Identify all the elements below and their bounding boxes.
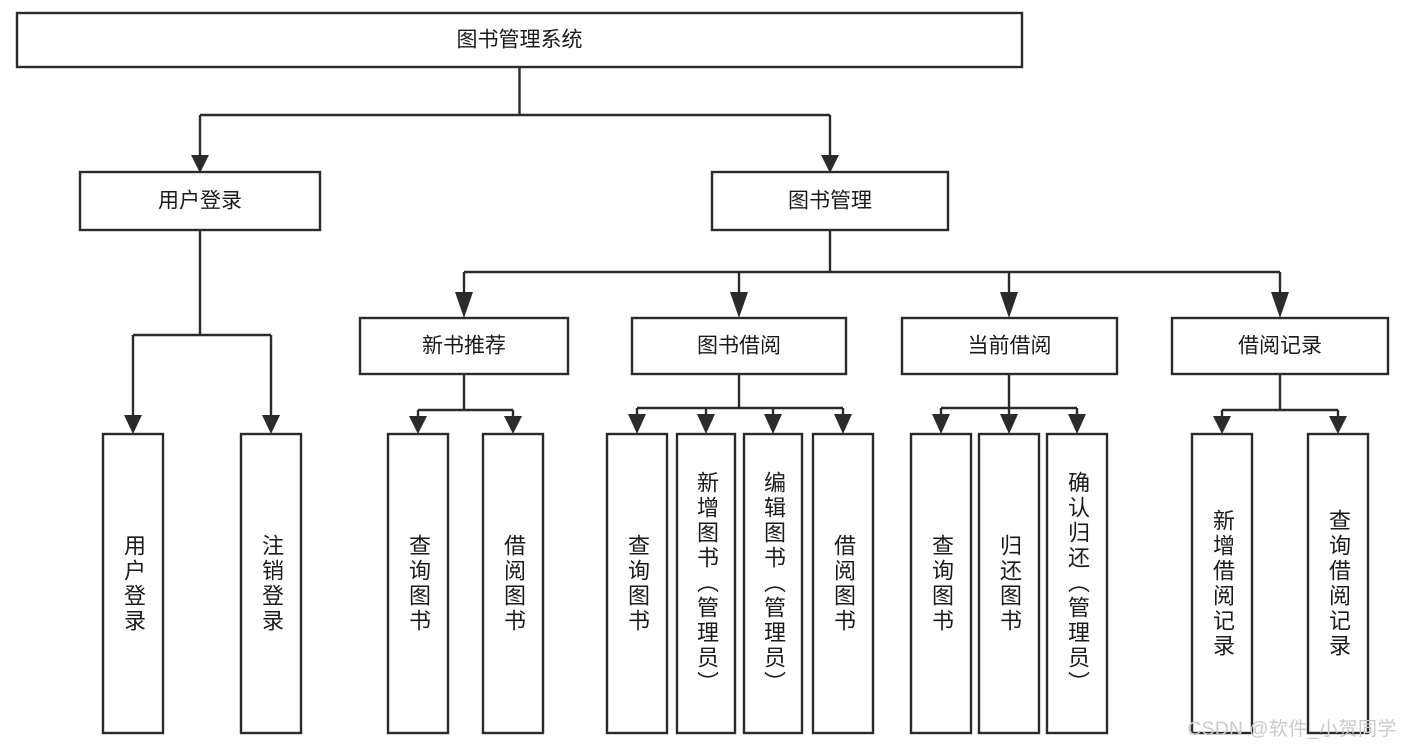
arrowhead-l3-2 [730, 292, 748, 318]
leaf-box-current-query[interactable] [909, 432, 973, 735]
leaf-box-current-confirm[interactable] [1045, 432, 1109, 735]
arrowhead-book-mgmt [821, 155, 839, 173]
node-user-login[interactable] [78, 170, 322, 232]
leaf-box-user-login-login[interactable] [101, 432, 165, 735]
arrowhead-newbook-leaf-2 [504, 416, 522, 434]
arrowhead-current-leaf-1 [932, 414, 950, 434]
leaf-box-borrow-lend[interactable] [811, 432, 875, 735]
arrowhead-l3-3 [1000, 292, 1018, 318]
node-borrow-record-label: 借阅记录 [1238, 335, 1322, 358]
node-book-borrow-label: 图书借阅 [697, 335, 781, 358]
node-user-login-label: 用户登录 [158, 190, 242, 213]
csdn-watermark: CSDN @软件_小贺同学 [1187, 719, 1397, 740]
arrowhead-l3-4 [1271, 292, 1289, 318]
leaf-box-current-return[interactable] [977, 432, 1041, 735]
leaf-box-newbook-query[interactable] [386, 432, 450, 735]
node-root-book-management-system[interactable] [15, 11, 1024, 69]
leaf-box-borrow-query[interactable] [605, 432, 669, 735]
arrowhead-newbook-leaf-1 [409, 416, 427, 434]
arrowhead-record-leaf-2 [1329, 416, 1347, 434]
node-root-label: 图书管理系统 [457, 29, 583, 52]
node-book-management[interactable] [710, 170, 950, 232]
arrowhead-borrow-leaf-4 [834, 414, 852, 434]
arrowhead-leaf-user-login-1 [124, 415, 142, 434]
arrowhead-current-leaf-2 [1000, 414, 1018, 434]
connector-layer [124, 67, 1347, 434]
arrowhead-user-login [191, 155, 209, 173]
arrowhead-borrow-leaf-3 [764, 414, 782, 434]
leaf-box-user-login-logout[interactable] [239, 432, 303, 735]
node-book-management-label: 图书管理 [788, 190, 872, 213]
leaf-box-record-add[interactable] [1190, 432, 1254, 735]
leaf-box-borrow-edit[interactable] [742, 432, 804, 735]
node-current-borrow[interactable] [900, 316, 1119, 376]
arrowhead-borrow-leaf-1 [628, 414, 646, 434]
arrowhead-borrow-leaf-2 [697, 414, 715, 434]
node-borrow-record[interactable] [1170, 316, 1390, 376]
node-current-borrow-label: 当前借阅 [968, 335, 1052, 358]
arrowhead-l3-1 [455, 292, 473, 318]
arrowhead-leaf-user-login-2 [262, 415, 280, 434]
leaf-box-borrow-add[interactable] [675, 432, 737, 735]
leaf-box-record-query[interactable] [1306, 432, 1370, 735]
node-new-book-recommend[interactable] [358, 316, 570, 376]
node-layer: 图书管理系统 用户登录 图书管理 新书推荐 图书借阅 当前借阅 借阅记录 [15, 11, 1390, 735]
leaf-box-newbook-borrow[interactable] [481, 432, 545, 735]
node-book-borrow[interactable] [630, 316, 848, 376]
node-new-book-recommend-label: 新书推荐 [422, 335, 506, 358]
arrowhead-current-leaf-3 [1068, 414, 1086, 434]
arrowhead-record-leaf-1 [1213, 416, 1231, 434]
